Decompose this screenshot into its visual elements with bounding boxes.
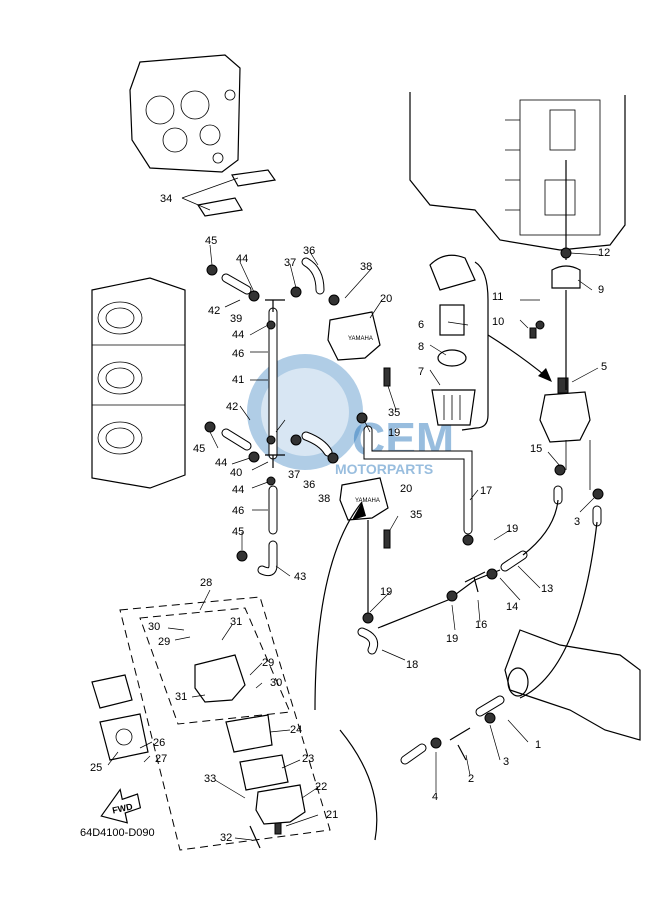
callout-44a: 44 [236, 253, 248, 265]
callout-27: 27 [155, 753, 167, 765]
joints [265, 299, 486, 761]
flow-arrows [314, 334, 552, 841]
callout-28: 28 [200, 577, 212, 589]
callout-35a: 35 [388, 407, 400, 419]
callout-29a: 29 [158, 636, 170, 648]
callout-41: 41 [232, 374, 244, 386]
diagram-code: 64D4100-D090 [80, 827, 155, 839]
callout-43: 43 [294, 571, 306, 583]
callout-33: 33 [204, 773, 216, 785]
callout-30b: 30 [270, 677, 282, 689]
callout-17: 17 [480, 485, 492, 497]
callout-38a: 38 [360, 261, 372, 273]
pump-brand-upper: YAMAHA [348, 336, 373, 342]
callout-24: 24 [290, 724, 302, 736]
pump-brand-lower: YAMAHA [355, 498, 380, 504]
callout-19c: 19 [380, 586, 392, 598]
cylinder-block-top [129, 54, 241, 173]
callout-37a: 37 [284, 257, 296, 269]
callout-25: 25 [90, 762, 102, 774]
callout-35b: 35 [410, 509, 422, 521]
callout-32: 32 [220, 832, 232, 844]
callout-6: 6 [418, 319, 424, 331]
callout-45a: 45 [205, 235, 217, 247]
callout-44c: 44 [215, 457, 227, 469]
callout-18: 18 [406, 659, 418, 671]
fuel-pump-lower: YAMAHA [339, 477, 389, 521]
callout-2: 2 [468, 773, 474, 785]
callout-45c: 45 [232, 526, 244, 538]
callout-14: 14 [506, 601, 518, 613]
fuel-filter-assembly [429, 254, 489, 431]
callout-11: 11 [492, 291, 503, 303]
callout-34: 34 [160, 193, 172, 205]
leader-lines [107, 177, 601, 841]
lower-unit-bracket [504, 629, 641, 741]
kit-box-28 [119, 596, 331, 851]
callout-23: 23 [302, 753, 314, 765]
callout-7: 7 [418, 366, 424, 378]
callout-29b: 29 [262, 657, 274, 669]
gasket-34 [197, 169, 277, 217]
engine-block-right [409, 92, 626, 251]
callout-12: 12 [598, 247, 610, 259]
callout-46b: 46 [232, 505, 244, 517]
callout-39: 39 [230, 313, 242, 325]
callout-16: 16 [475, 619, 487, 631]
callout-13: 13 [541, 583, 553, 595]
hose-clamps [204, 264, 604, 749]
callout-8: 8 [418, 341, 424, 353]
callout-22: 22 [315, 781, 327, 793]
callout-10: 10 [492, 316, 504, 328]
fwd-label: FWD [111, 801, 134, 815]
callout-4: 4 [432, 791, 438, 803]
callout-labels: 1 2 3 3 4 5 6 7 8 9 10 11 12 13 14 15 16… [80, 193, 610, 844]
callout-30a: 30 [148, 621, 160, 633]
water-separator [539, 160, 591, 443]
callout-36b: 36 [303, 479, 315, 491]
callout-20a: 20 [380, 293, 392, 305]
callout-3a: 3 [503, 756, 509, 768]
cover-plates [91, 674, 306, 849]
cylinder-bank-left [91, 277, 186, 489]
callout-19a: 19 [388, 427, 400, 439]
callout-36a: 36 [303, 245, 315, 257]
callout-44d: 44 [232, 484, 244, 496]
hoses [221, 257, 602, 765]
callout-19b: 19 [506, 523, 518, 535]
callout-31b: 31 [175, 691, 187, 703]
watermark-sub: MOTORPARTS [335, 461, 433, 477]
callout-26: 26 [153, 737, 165, 749]
callout-5: 5 [601, 361, 607, 373]
callout-38b: 38 [318, 493, 330, 505]
callout-3b: 3 [574, 516, 580, 528]
fwd-arrow: FWD [100, 788, 142, 824]
fuel-lines [367, 440, 598, 699]
callout-37b: 37 [288, 469, 300, 481]
callout-20b: 20 [400, 483, 412, 495]
callout-31a: 31 [230, 616, 242, 628]
callout-19d: 19 [446, 633, 458, 645]
callout-40: 40 [230, 467, 242, 479]
callout-9: 9 [598, 284, 604, 296]
fuel-pump-upper: YAMAHA [327, 311, 381, 361]
callout-42a: 42 [208, 305, 220, 317]
callout-42b: 42 [226, 401, 238, 413]
callout-21: 21 [326, 809, 338, 821]
callout-44b: 44 [232, 329, 244, 341]
callout-46a: 46 [232, 348, 244, 360]
callout-45b: 45 [193, 443, 205, 455]
callout-1: 1 [535, 739, 541, 751]
callout-15: 15 [530, 443, 542, 455]
